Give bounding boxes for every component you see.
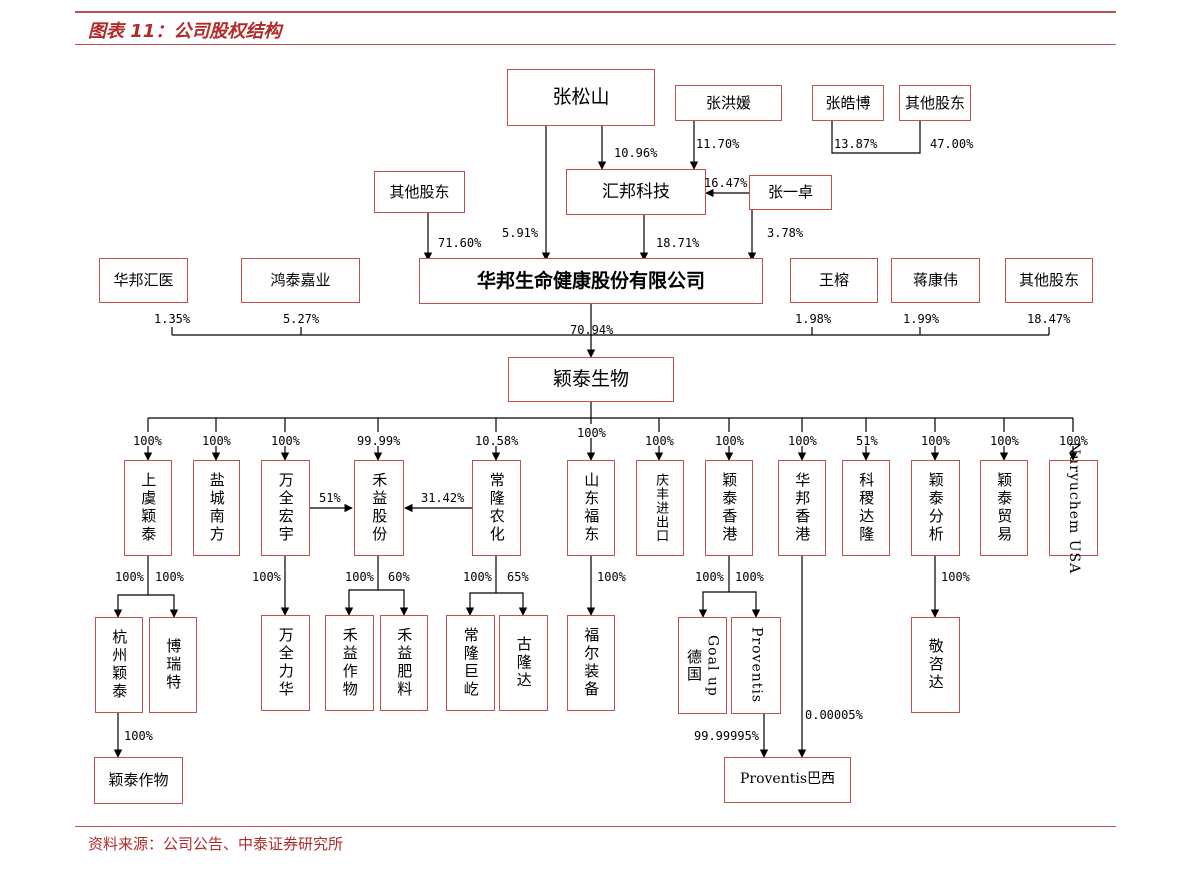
pct-label: 100% bbox=[252, 570, 281, 584]
box-huibang-tech: 汇邦科技 bbox=[566, 169, 706, 215]
box-yingtai-hk: 颖泰香港 bbox=[705, 460, 753, 556]
box-heyi-zuowu: 禾益作物 bbox=[325, 615, 374, 711]
pct-label: 10.58% bbox=[475, 434, 519, 448]
pct-label: 18.47% bbox=[1027, 312, 1071, 326]
pct-label: 0.00005% bbox=[805, 708, 863, 722]
box-jingrongda: 敬咨达 bbox=[911, 617, 960, 713]
pct-label: 100% bbox=[202, 434, 231, 448]
box-zhang-hongyuan: 张洪媛 bbox=[675, 85, 782, 121]
pct-label: 70.94% bbox=[570, 323, 614, 337]
pct-label: 100% bbox=[1059, 434, 1088, 448]
pct-label: 51% bbox=[319, 491, 341, 505]
box-hongtai-jiaye: 鸿泰嘉业 bbox=[241, 258, 360, 303]
pct-label: 10.96% bbox=[614, 146, 658, 160]
box-kejin-dalong: 科稷达隆 bbox=[842, 460, 890, 556]
box-shangyu-yingtai: 上虞颖泰 bbox=[124, 460, 172, 556]
pct-label: 99.99995% bbox=[694, 729, 760, 743]
pct-label: 1.98% bbox=[795, 312, 832, 326]
pct-label: 100% bbox=[124, 729, 153, 743]
box-huabang-huiyi: 华邦汇医 bbox=[99, 258, 188, 303]
box-zhang-yizhuo: 张一卓 bbox=[749, 175, 832, 210]
box-huabang-health: 华邦生命健康股份有限公司 bbox=[419, 258, 763, 304]
box-qingfeng-import: 庆丰进出口 bbox=[636, 460, 684, 556]
box-changlong-nonghua: 常隆农化 bbox=[472, 460, 521, 556]
box-nuryuchem-usa: Nuryuchem USA bbox=[1049, 442, 1098, 574]
box-yingtai-bio: 颖泰生物 bbox=[508, 357, 674, 402]
pct-label: 18.71% bbox=[656, 236, 700, 250]
box-gulongda: 古隆达 bbox=[499, 615, 548, 711]
pct-label: 100% bbox=[715, 434, 744, 448]
pct-label: 100% bbox=[271, 434, 300, 448]
pct-label: 100% bbox=[597, 570, 626, 584]
box-zhang-songshan: 张松山 bbox=[507, 69, 655, 126]
pct-label: 65% bbox=[507, 570, 529, 584]
box-yancheng-nanfang: 盐城南方 bbox=[193, 460, 240, 556]
box-heyi-gufen: 禾益股份 bbox=[354, 460, 404, 556]
box-bo-ruite: 博瑞特 bbox=[149, 617, 197, 713]
box-heyi-feiliao: 禾益肥料 bbox=[380, 615, 428, 711]
box-other-holders-2: 其他股东 bbox=[374, 171, 465, 213]
pct-label: 100% bbox=[155, 570, 184, 584]
pct-label: 11.70% bbox=[696, 137, 740, 151]
box-wanquan-hongyu: 万全宏宇 bbox=[261, 460, 310, 556]
box-yingtai-maoyi: 颖泰贸易 bbox=[980, 460, 1028, 556]
box-zhang-haobo: 张皓博 bbox=[812, 85, 884, 121]
pct-label: 100% bbox=[133, 434, 162, 448]
pct-label: 100% bbox=[345, 570, 374, 584]
box-goalup: 德国 Goal up bbox=[678, 617, 727, 714]
pct-label: 100% bbox=[645, 434, 674, 448]
pct-label: 71.60% bbox=[438, 236, 482, 250]
figure-title: 图表 11：公司股权结构 bbox=[88, 21, 282, 42]
pct-label: 51% bbox=[856, 434, 878, 448]
pct-label: 100% bbox=[735, 570, 764, 584]
box-hangzhou-yingtai: 杭州颖泰 bbox=[95, 617, 143, 713]
top-rule bbox=[75, 11, 1116, 13]
pct-label: 16.47% bbox=[704, 176, 748, 190]
pct-label: 100% bbox=[990, 434, 1019, 448]
pct-label: 5.91% bbox=[502, 226, 539, 240]
pct-label: 60% bbox=[388, 570, 410, 584]
pct-label: 100% bbox=[941, 570, 970, 584]
box-proventis-brazil: Proventis巴西 bbox=[724, 757, 851, 803]
pct-label: 99.99% bbox=[357, 434, 401, 448]
pct-label: 100% bbox=[577, 426, 606, 440]
pct-label: 1.99% bbox=[903, 312, 940, 326]
pct-label: 3.78% bbox=[767, 226, 804, 240]
pct-label: 100% bbox=[921, 434, 950, 448]
box-shandong-fuen: 山东福东 bbox=[567, 460, 615, 556]
pct-label: 100% bbox=[695, 570, 724, 584]
box-changlong-juyi: 常隆巨屹 bbox=[446, 615, 495, 711]
goalup-en-label: Goal up bbox=[704, 634, 721, 697]
pct-label: 1.35% bbox=[154, 312, 191, 326]
pct-label: 100% bbox=[788, 434, 817, 448]
box-huabang-hk: 华邦香港 bbox=[778, 460, 826, 556]
pct-label: 100% bbox=[463, 570, 492, 584]
box-wang-rong: 王榕 bbox=[790, 258, 878, 303]
goalup-cn-label: 德国 bbox=[685, 648, 704, 683]
pct-label: 5.27% bbox=[283, 312, 320, 326]
box-other-holders-1: 其他股东 bbox=[899, 85, 971, 121]
box-other-holders-3: 其他股东 bbox=[1005, 258, 1093, 303]
pct-label: 13.87% bbox=[834, 137, 878, 151]
box-yingtai-zuowu: 颖泰作物 bbox=[94, 757, 183, 804]
footer-rule bbox=[75, 826, 1116, 827]
box-proventis: Proventis bbox=[731, 617, 781, 714]
source-note: 资料来源：公司公告、中泰证券研究所 bbox=[88, 835, 344, 853]
pct-label: 31.42% bbox=[421, 491, 465, 505]
box-yingtai-fenxi: 颖泰分析 bbox=[911, 460, 960, 556]
box-jiang-kangwei: 蒋康伟 bbox=[891, 258, 980, 303]
box-fuer-zhuangbei: 福尔装备 bbox=[567, 615, 615, 711]
title-rule bbox=[75, 44, 1116, 45]
pct-label: 47.00% bbox=[930, 137, 974, 151]
box-wanquan-lihua: 万全力华 bbox=[261, 615, 310, 711]
pct-label: 100% bbox=[115, 570, 144, 584]
